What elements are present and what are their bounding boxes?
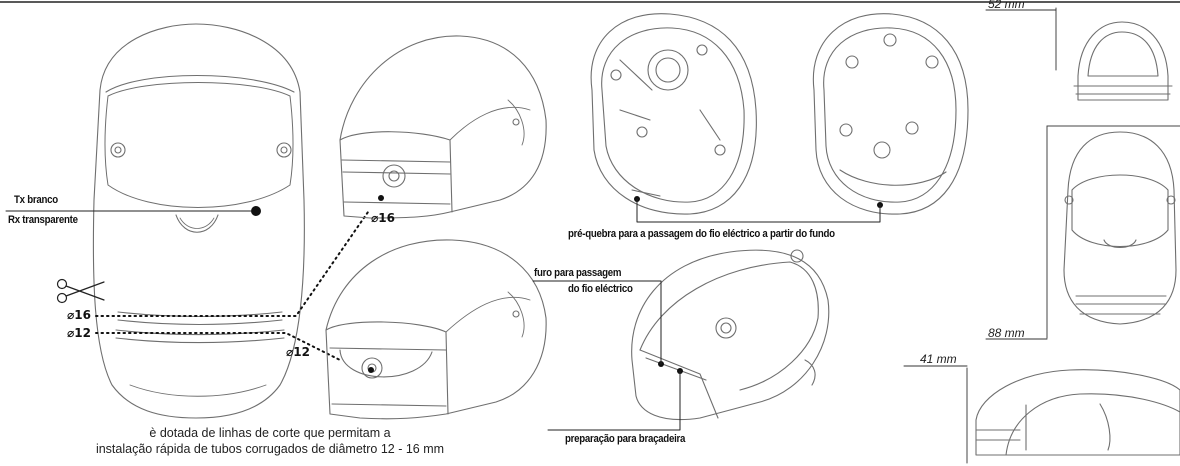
dim-height-label: 88 mm	[988, 326, 1025, 340]
scissors-icon	[56, 278, 105, 304]
iso-16-label: ⌀16	[371, 211, 395, 225]
iso-view-16-drawing	[339, 35, 547, 219]
caption: è dotada de linhas de corte que permitam…	[30, 425, 510, 457]
iso-view-12-drawing	[325, 239, 547, 420]
front-dim-view-drawing	[1046, 125, 1180, 339]
iso-view-fixing-drawing	[631, 249, 830, 421]
caption-line-1: è dotada de linhas de corte que permitam…	[149, 426, 391, 440]
front-view-drawing	[92, 23, 305, 419]
top-dim-view-drawing	[1055, 7, 1173, 101]
furo-label-line2: do fio eléctrico	[568, 283, 633, 295]
furo-label-line1: furo para passagem	[534, 267, 622, 279]
cut-line-12-label: ⌀12	[67, 326, 91, 340]
dim-depth-label: 41 mm	[920, 352, 957, 366]
back-view-inside-drawing	[590, 13, 757, 215]
caption-line-2: instalação rápida de tubos corrugados de…	[95, 442, 445, 456]
side-dim-view-drawing	[966, 367, 1180, 464]
rx-label: Rx transparente	[8, 214, 78, 226]
dim-width-label: 52 mm	[988, 0, 1025, 11]
pre-quebra-label: pré-quebra para a passagem do fio eléctr…	[568, 228, 835, 240]
cut-line-16-label: ⌀16	[67, 308, 91, 322]
back-view-base-drawing	[812, 13, 969, 215]
iso-12-label: ⌀12	[286, 345, 310, 359]
preparacao-label: preparação para braçadeira	[565, 433, 686, 445]
tx-label: Tx branco	[14, 194, 58, 206]
